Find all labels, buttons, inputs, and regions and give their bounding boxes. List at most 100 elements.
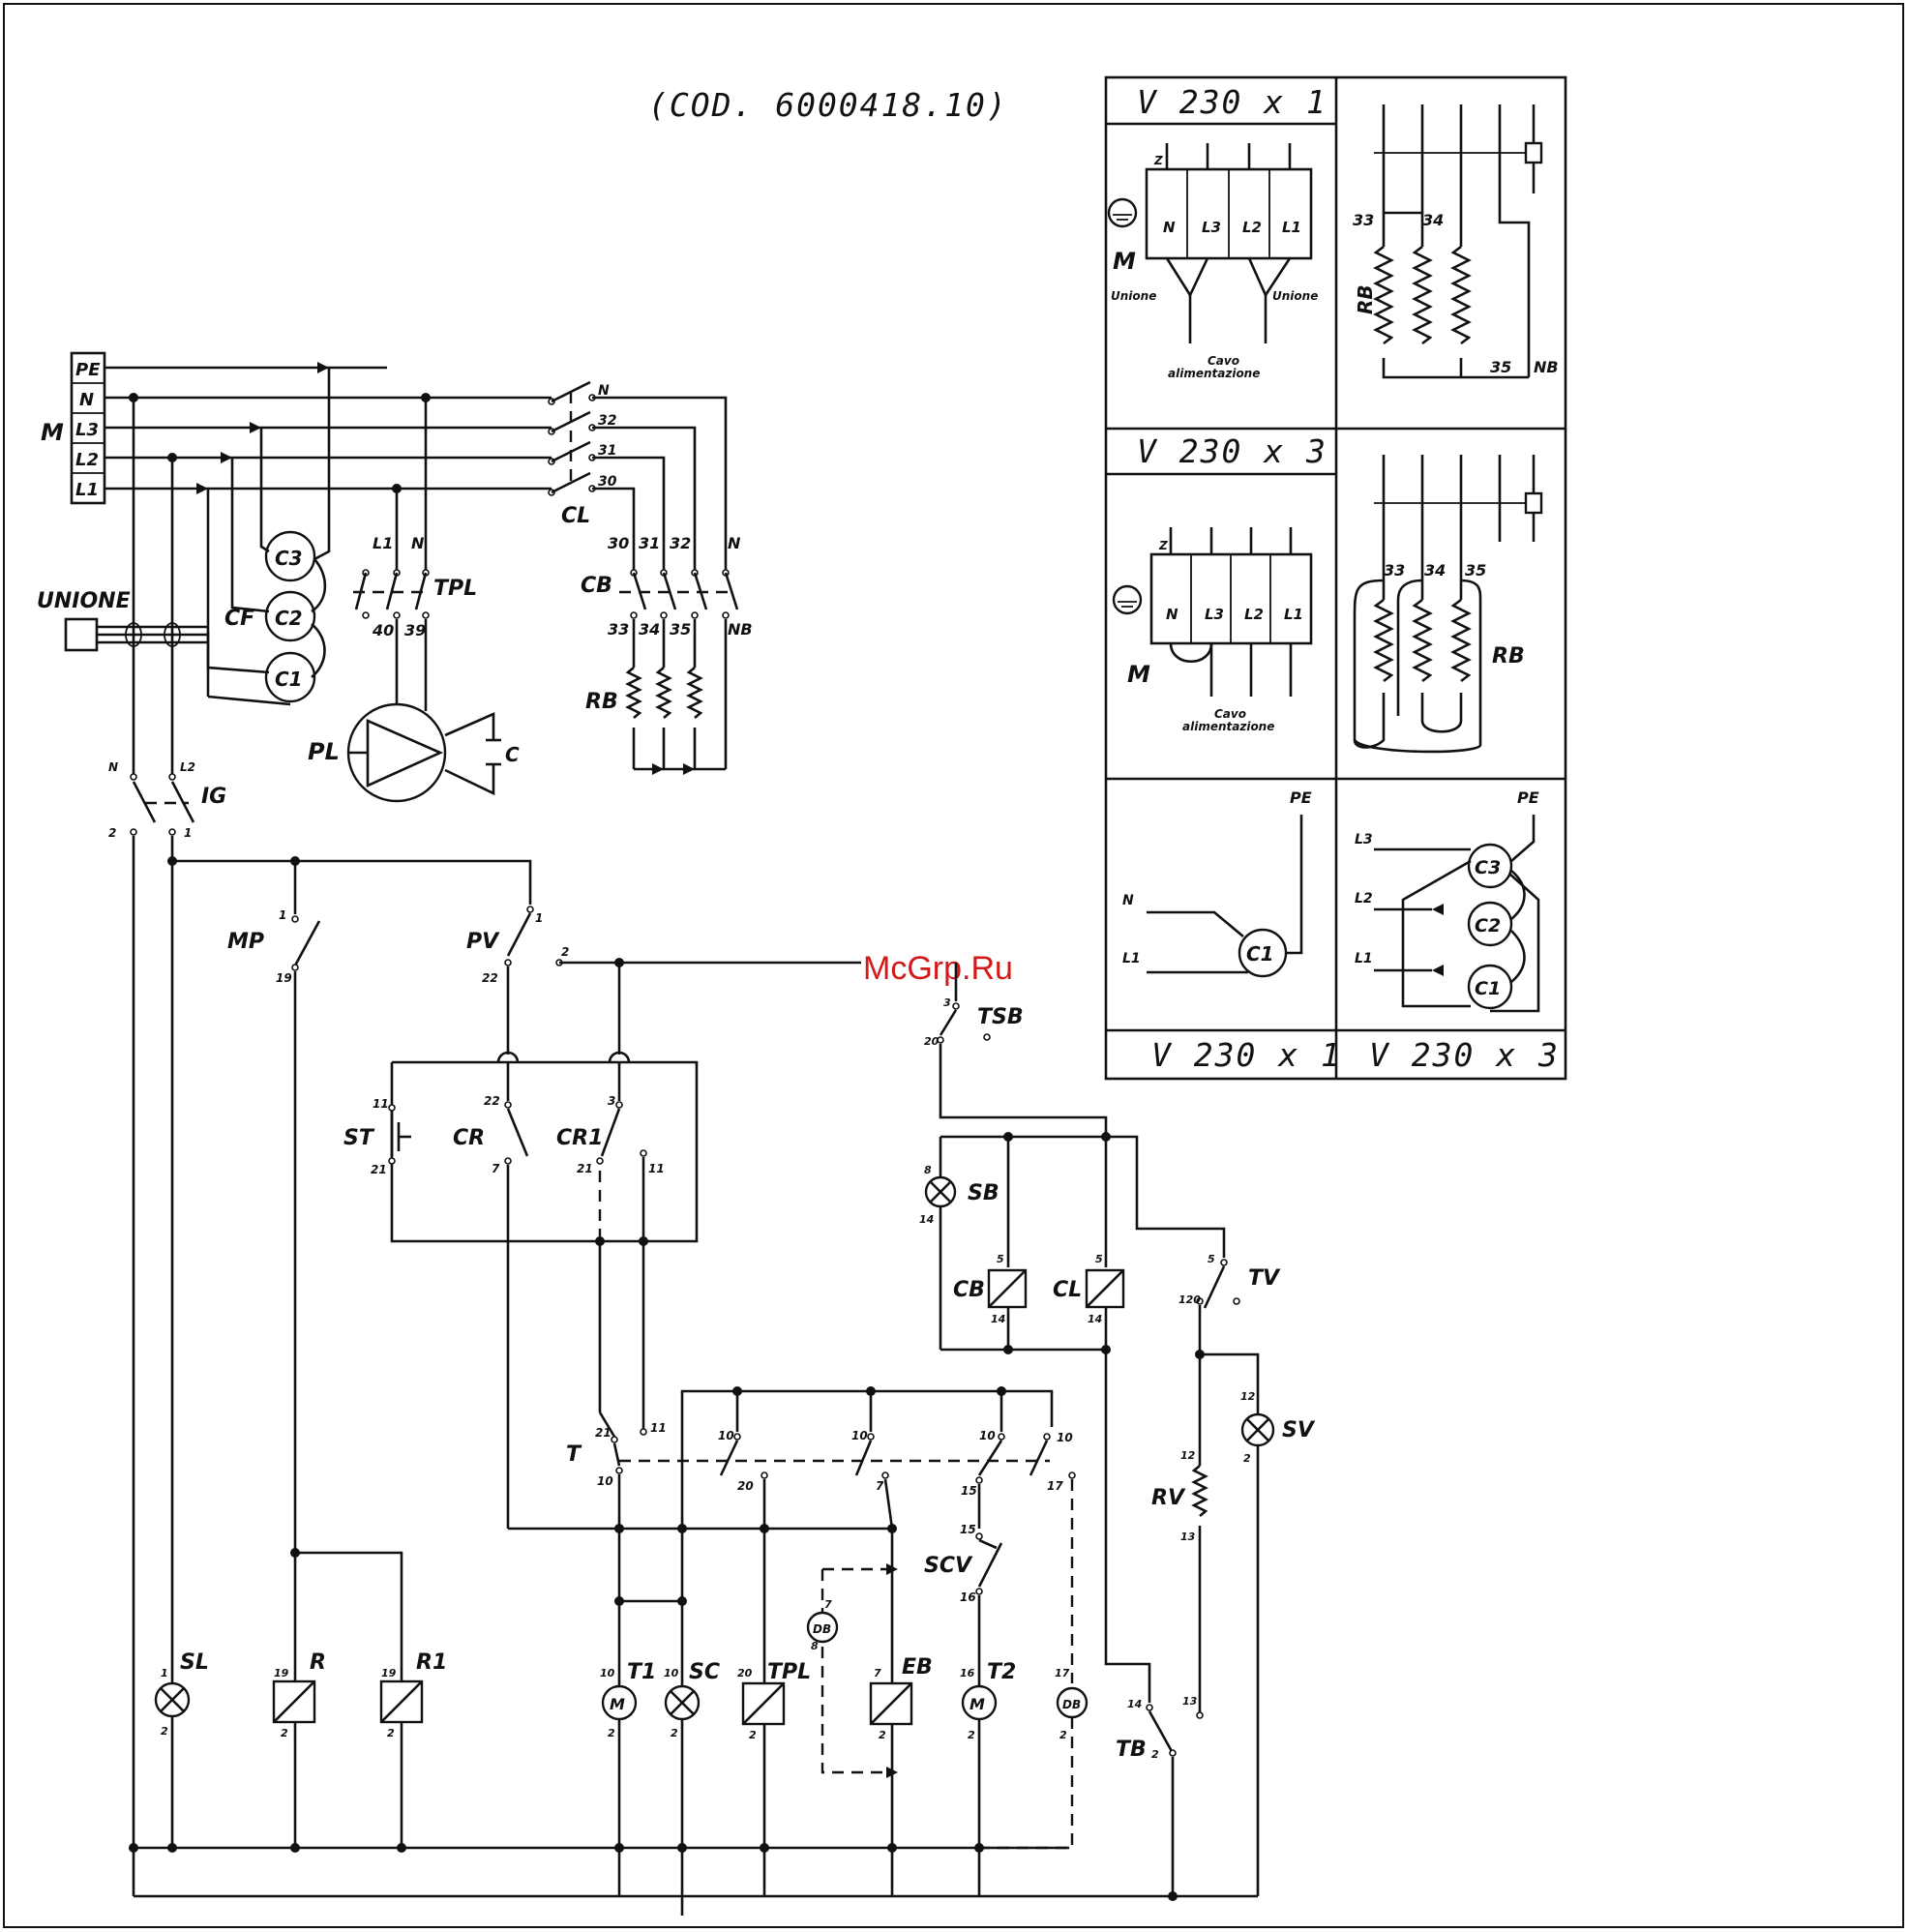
t1-label: T1 [627,1660,656,1684]
st-pin-21: 21 [371,1163,387,1176]
sl-pin-2: 2 [161,1725,168,1738]
rv-pin-13: 13 [1180,1531,1196,1543]
sv-label: SV [1282,1418,1316,1442]
p1-term-n: N [1163,219,1176,236]
pv-pin-1: 1 [535,911,543,925]
db1-pin-8: 8 [811,1640,819,1652]
sl-pin-1: 1 [161,1667,168,1679]
p6-l2: L2 [1355,891,1373,907]
sb-label: SB [968,1181,999,1205]
sb-pin-8: 8 [924,1164,932,1176]
t-pin-21: 21 [595,1426,611,1440]
tpl-pin-20: 20 [737,1667,753,1679]
p6-c1: C1 [1475,978,1501,999]
cl-term-31: 31 [598,443,616,459]
tpl-bottom-39: 39 [404,621,426,639]
cb-label: CB [581,574,612,598]
sv-pin-12: 12 [1240,1390,1256,1403]
earth-icon-1 [1107,197,1138,228]
p3-term-l3: L3 [1205,606,1224,623]
cb-bottom-35: 35 [670,620,691,639]
sw4-pin: 7 [876,1479,884,1493]
tv-pin-5: 5 [1208,1253,1215,1265]
t1-motor-icon [601,1684,638,1721]
rb-label: RB [585,690,618,714]
p6-c3: C3 [1475,857,1501,878]
header-v230x3-top: V 230 x 3 [1137,432,1327,470]
cl-contactor: N 32 31 30 CL [548,380,728,571]
sc-pin-10: 10 [664,1667,679,1679]
tsb-pin-20: 20 [924,1035,940,1048]
cl-term-n: N [598,383,610,399]
r-pin-2: 2 [281,1727,288,1739]
term-n: N [79,390,94,410]
z-label-3: Z [1158,539,1168,552]
tsb-pin-3: 3 [943,996,951,1009]
p5-n: N [1122,893,1134,908]
t2-pin-2: 2 [968,1729,975,1741]
db2-pin-2: 2 [1059,1729,1067,1741]
sc-label: SC [689,1660,720,1684]
db1-icon [806,1611,839,1644]
t2-m: M [969,1695,985,1713]
r-label: R [310,1650,326,1675]
p4-pin-33: 33 [1384,561,1405,580]
tb-label: TB [1116,1738,1147,1762]
p2-pin-33: 33 [1353,211,1374,229]
tb-pin-2: 2 [1151,1748,1159,1761]
p5-pe: PE [1290,788,1312,807]
tb-pin-14: 14 [1127,1698,1142,1710]
db1-pin-7: 7 [824,1598,832,1611]
drawing-code: (COD. 6000418.10) [648,86,1008,124]
p2-rb-label: RB [1354,284,1377,314]
z-label-1: Z [1153,154,1163,167]
tpl-top-l1: L1 [373,534,393,552]
header-v230x3-bottom: V 230 x 3 [1369,1036,1560,1074]
sv-pin-2: 2 [1243,1452,1251,1465]
r1-label: R1 [416,1650,447,1675]
tsb-label: TSB [977,1005,1024,1029]
st-label: ST [343,1126,375,1150]
p1-term-l3: L3 [1202,219,1221,236]
scv-label: SCV [924,1554,973,1578]
cf-heater-group: UNIONE CF C3 C2 C1 [37,368,331,706]
cb-coil-label: CB [953,1278,985,1302]
cr1-pin-11: 11 [648,1162,665,1175]
c3-label: C3 [275,547,303,570]
r1-pin-19: 19 [381,1667,397,1679]
sw5-pin: 10 [979,1429,996,1442]
c1-label: C1 [275,668,303,691]
rv-label: RV [1151,1486,1186,1510]
p1-term-l2: L2 [1242,219,1262,236]
ig-label: IG [201,785,226,809]
cb-top-30: 30 [608,534,629,552]
p5-l1: L1 [1122,951,1141,966]
scv-pin-15: 15 [960,1523,976,1536]
ig-term-l2: L2 [180,760,195,774]
p3-term-l1: L1 [1284,606,1303,623]
db2-label: DB [1062,1698,1081,1711]
cl-term-32: 32 [598,413,616,429]
earth-icon-3 [1112,584,1143,615]
cb-top-32: 32 [670,534,691,552]
sc-pin-2: 2 [671,1727,678,1739]
eb-pin-7: 7 [874,1667,881,1679]
p4-pin-34: 34 [1424,561,1446,580]
sb-pin-14: 14 [919,1213,934,1226]
unione-right: Unione [1272,289,1318,303]
watermark: McGrp.Ru [863,950,1013,987]
t1-m: M [610,1695,625,1713]
ig-term-1: 1 [184,826,192,840]
tpl-pump-circuit: L1 N TPL 40 39 PL C [308,398,520,803]
cb-bottom-nb: NB [728,620,753,639]
cr1-label: CR1 [556,1126,603,1150]
r-pin-19: 19 [274,1667,289,1679]
p6-l1: L1 [1355,951,1373,966]
tpl-label: TPL [433,577,477,601]
cb-top-31: 31 [639,534,660,552]
m-label-3: M [1127,661,1150,688]
tpl-pin-2: 2 [749,1729,757,1741]
pv-label: PV [466,930,500,954]
tv-label: TV [1248,1266,1281,1291]
p2-pin-35: 35 [1490,358,1511,376]
